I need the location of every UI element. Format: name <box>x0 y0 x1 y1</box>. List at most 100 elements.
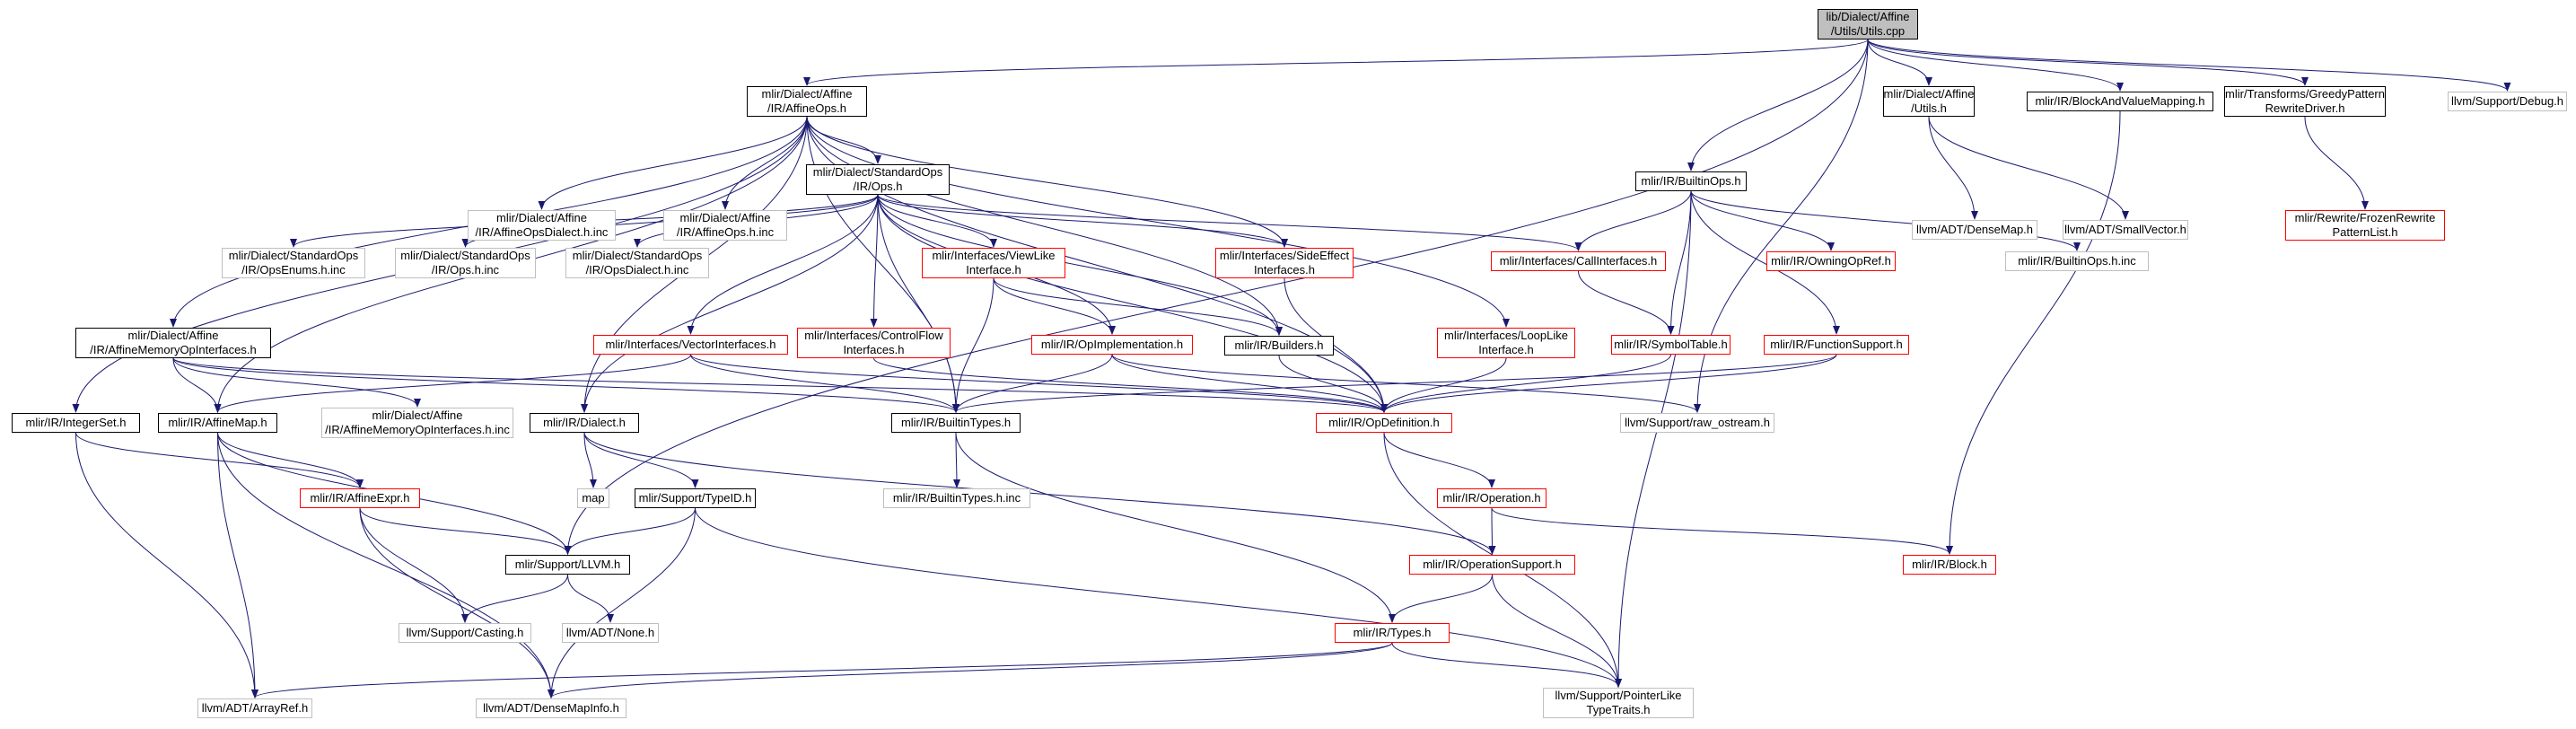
graph-node-n7: mlir/Dialect/Affine /IR/AffineOpsDialect… <box>468 210 616 241</box>
edge-n18-n27 <box>1578 270 1675 335</box>
graph-node-n40[interactable]: mlir/IR/Operation.h <box>1437 488 1546 508</box>
graph-node-n31: mlir/Dialect/Affine /IR/AffineMemoryOpIn… <box>321 408 513 438</box>
edge-n28-n34 <box>1380 354 1837 413</box>
edge-n27-n34 <box>1380 354 1671 413</box>
graph-node-n10: llvm/ADT/DenseMap.h <box>1912 220 2037 240</box>
graph-node-n33[interactable]: mlir/IR/BuiltinTypes.h <box>891 413 1021 433</box>
edge-n2-n49 <box>1615 190 1692 688</box>
edge-n16-n33 <box>952 277 994 413</box>
graph-node-n35: llvm/Support/raw_ostream.h <box>1620 413 1774 433</box>
graph-node-n15: mlir/Dialect/StandardOps /IR/OpsDialect.… <box>565 248 709 278</box>
edge-n4-n43 <box>1946 110 2121 555</box>
graph-node-n32[interactable]: mlir/IR/Dialect.h <box>530 413 639 433</box>
graph-node-n6: llvm/Support/Debug.h <box>2448 92 2567 111</box>
edge-n36-n41 <box>359 507 572 555</box>
graph-node-n5[interactable]: mlir/Transforms/GreedyPattern RewriteDri… <box>2224 86 2386 117</box>
graph-node-n12[interactable]: mlir/Rewrite/FrozenRewrite PatternList.h <box>2285 210 2445 241</box>
edge-n3-n10 <box>1928 116 1978 220</box>
graph-node-n14: mlir/Dialect/StandardOps /IR/Ops.h.inc <box>395 248 536 278</box>
graph-node-n28[interactable]: mlir/IR/FunctionSupport.h <box>1764 335 1909 355</box>
graph-node-n18[interactable]: mlir/Interfaces/CallInterfaces.h <box>1491 251 1666 271</box>
edge-n9-n18 <box>877 194 1582 251</box>
edge-n0-n6 <box>1867 39 2511 92</box>
graph-node-n39: mlir/IR/BuiltinTypes.h.inc <box>883 488 1030 508</box>
graph-node-n2[interactable]: mlir/IR/BuiltinOps.h <box>1635 171 1747 191</box>
edge-n24-n33 <box>952 354 1113 413</box>
graph-node-n45: llvm/ADT/None.h <box>562 623 659 643</box>
graph-node-n9[interactable]: mlir/Dialect/StandardOps /IR/Ops.h <box>806 164 950 195</box>
graph-node-n44: llvm/Support/Casting.h <box>399 623 531 643</box>
edge-n21-n31 <box>172 357 421 408</box>
edge-n28-n33 <box>952 354 1837 413</box>
edge-n30-n47 <box>217 432 258 698</box>
edge-n32-n37 <box>583 432 597 488</box>
edge-n21-n30 <box>172 357 222 413</box>
edge-n1-n26 <box>806 116 1510 328</box>
graph-node-n49: llvm/Support/PointerLike TypeTraits.h <box>1543 688 1694 718</box>
graph-node-n24[interactable]: mlir/IR/OpImplementation.h <box>1031 335 1193 355</box>
graph-node-n3[interactable]: mlir/Dialect/Affine /Utils.h <box>1883 86 1975 117</box>
edge-n2-n28 <box>1690 190 1840 335</box>
graph-node-n17[interactable]: mlir/Interfaces/SideEffect Interfaces.h <box>1215 248 1354 278</box>
edge-n32-n38 <box>583 432 699 488</box>
edge-n29-n47 <box>75 432 258 698</box>
graph-node-n42[interactable]: mlir/IR/OperationSupport.h <box>1409 555 1575 575</box>
edge-n1-n7 <box>538 116 808 210</box>
edge-n40-n43 <box>1491 507 1953 555</box>
edge-n2-n19 <box>1690 190 1835 251</box>
graph-node-n30[interactable]: mlir/IR/AffineMap.h <box>158 413 277 433</box>
edge-n25-n34 <box>1278 355 1388 413</box>
edge-n42-n49 <box>1492 574 1622 688</box>
graph-node-n34[interactable]: mlir/IR/OpDefinition.h <box>1316 413 1452 433</box>
edge-n0-n1 <box>803 39 1869 86</box>
edge-n21-n34 <box>172 357 1388 413</box>
graph-node-n22[interactable]: mlir/Interfaces/VectorInterfaces.h <box>593 335 788 355</box>
edge-n22-n34 <box>690 354 1388 413</box>
graph-node-n41[interactable]: mlir/Support/LLVM.h <box>505 555 630 575</box>
graph-node-n20: mlir/IR/BuiltinOps.h.inc <box>2005 251 2149 271</box>
edge-n32-n42 <box>583 432 1496 555</box>
graph-node-n27[interactable]: mlir/IR/SymbolTable.h <box>1611 335 1730 355</box>
edge-n9-n25 <box>877 194 1283 336</box>
graph-node-n46[interactable]: mlir/IR/Types.h <box>1335 623 1450 643</box>
graph-node-n43[interactable]: mlir/IR/Block.h <box>1903 555 1996 575</box>
edge-n40-n42 <box>1488 507 1496 555</box>
graph-node-n25[interactable]: mlir/IR/Builders.h <box>1224 336 1334 356</box>
graph-node-n26[interactable]: mlir/Interfaces/LoopLike Interface.h <box>1437 328 1575 358</box>
graph-node-n11: llvm/ADT/SmallVector.h <box>2063 220 2188 240</box>
edge-n30-n36 <box>217 432 364 488</box>
edge-n16-n25 <box>993 277 1283 336</box>
edge-n16-n24 <box>993 277 1116 335</box>
edge-n22-n33 <box>690 354 959 413</box>
edge-n38-n41 <box>564 507 696 555</box>
edge-n0-n5 <box>1867 39 2309 86</box>
edge-n26-n34 <box>1380 357 1507 413</box>
graph-root-node[interactable]: lib/Dialect/Affine /Utils/Utils.cpp <box>1818 9 1918 40</box>
graph-node-n8: mlir/Dialect/Affine /IR/AffineOps.h.inc <box>663 210 787 241</box>
graph-node-n38[interactable]: mlir/Support/TypeID.h <box>635 488 756 508</box>
edge-n29-n36 <box>75 432 364 488</box>
edge-n33-n39 <box>952 432 960 488</box>
graph-node-n1[interactable]: mlir/Dialect/Affine /IR/AffineOps.h <box>747 86 867 117</box>
edge-n41-n45 <box>567 574 614 623</box>
edge-n2-n20 <box>1690 190 2081 251</box>
edge-n36-n44 <box>359 507 469 623</box>
edge-n9-n33 <box>877 194 959 413</box>
graph-node-n4[interactable]: mlir/IR/BlockAndValueMapping.h <box>2027 92 2213 111</box>
edge-n9-n17 <box>877 194 1288 248</box>
edge-n46-n49 <box>1391 642 1622 688</box>
graph-node-n13: mlir/Dialect/StandardOps /IR/OpsEnums.h.… <box>222 248 365 278</box>
graph-node-n36[interactable]: mlir/IR/AffineExpr.h <box>300 488 420 508</box>
graph-node-n21[interactable]: mlir/Dialect/Affine /IR/AffineMemoryOpIn… <box>75 328 271 358</box>
graph-node-n16[interactable]: mlir/Interfaces/ViewLike Interface.h <box>922 248 1065 278</box>
edge-n30-n48 <box>217 432 555 698</box>
edge-n9-n23 <box>870 194 879 328</box>
edge-n46-n47 <box>251 642 1393 698</box>
graph-node-n37: map <box>577 488 609 508</box>
graph-node-n19[interactable]: mlir/IR/OwningOpRef.h <box>1766 251 1896 271</box>
graph-node-n29[interactable]: mlir/IR/IntegerSet.h <box>12 413 140 433</box>
graph-node-n23[interactable]: mlir/Interfaces/ControlFlow Interfaces.h <box>797 328 951 358</box>
edge-n0-n2 <box>1687 39 1869 171</box>
edge-n9-n32 <box>581 194 879 413</box>
